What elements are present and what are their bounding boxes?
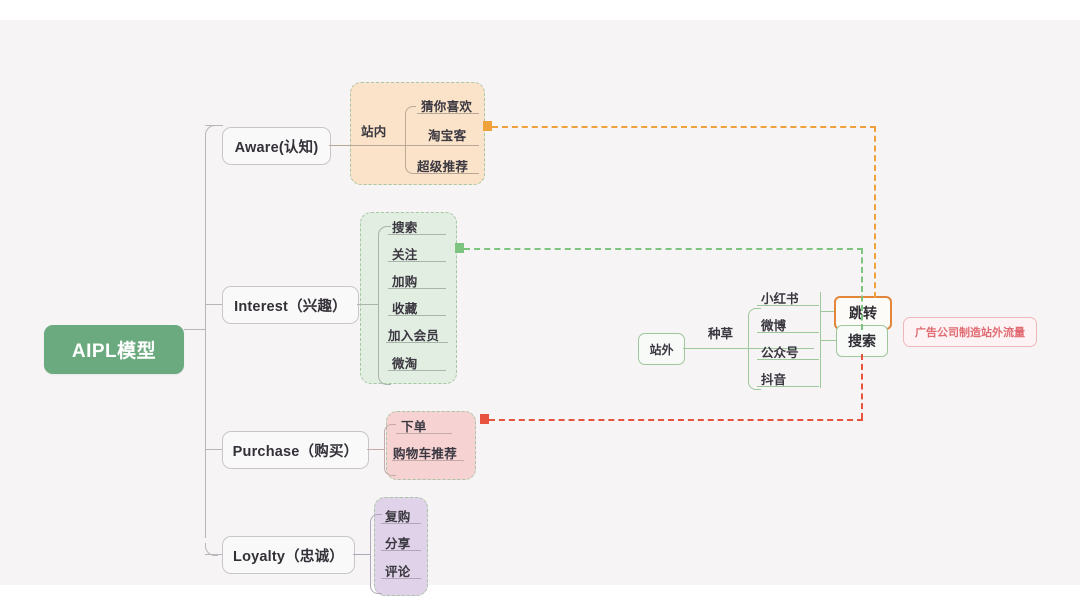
loyalty-item-2: 评论 xyxy=(385,565,411,579)
aware-item-2-rule xyxy=(414,173,479,175)
offsite-edge-label: 种草 xyxy=(708,327,734,341)
branch-node-loyalty[interactable]: Loyalty（忠诚） xyxy=(222,536,355,574)
purchase-item-1: 购物车推荐 xyxy=(393,447,458,461)
offsite-channel-1-rule xyxy=(757,332,819,334)
aware-item-0: 猜你喜欢 xyxy=(421,100,473,114)
root-label: AIPL模型 xyxy=(71,341,157,362)
flow-green-arrowhead xyxy=(455,243,464,253)
panel-purchase xyxy=(386,411,476,480)
branch-node-interest[interactable]: Interest（兴趣） xyxy=(222,286,359,324)
flow-green-horizontal xyxy=(464,248,863,250)
purchase-connector xyxy=(367,449,385,451)
branch-node-purchase[interactable]: Purchase（购买） xyxy=(222,431,369,469)
trunk-branch-purchase xyxy=(205,449,223,451)
offsite-channel-2-rule xyxy=(757,359,819,361)
aware-item-2: 超级推荐 xyxy=(417,160,469,174)
offsite-root-node[interactable]: 站外 xyxy=(638,333,685,365)
offsite-action-tiaozhuan[interactable]: 跳转 xyxy=(834,296,892,330)
interest-item-5: 微淘 xyxy=(392,357,418,371)
offsite-action-label-1: 搜索 xyxy=(848,333,876,349)
interest-connector xyxy=(357,304,379,306)
annotation-text: 广告公司制造站外流量 xyxy=(915,327,1025,339)
flow-red-arrowhead xyxy=(480,414,489,424)
loyalty-item-0-rule xyxy=(381,523,421,525)
loyalty-item-1: 分享 xyxy=(385,537,411,551)
root-node[interactable]: AIPL模型 xyxy=(44,325,184,374)
branch-label-aware: Aware(认知) xyxy=(234,139,319,156)
interest-item-1: 关注 xyxy=(392,248,418,262)
purchase-item-0: 下单 xyxy=(401,420,427,434)
loyalty-item-0: 复购 xyxy=(385,510,411,524)
branch-label-loyalty: Loyalty（忠诚） xyxy=(233,548,344,565)
offsite-action-sousuo[interactable]: 搜索 xyxy=(836,325,888,357)
aware-item-1: 淘宝客 xyxy=(428,129,467,143)
offsite-action-edge-0 xyxy=(820,311,836,313)
flow-orange-vertical xyxy=(874,126,876,298)
offsite-action-edge-1 xyxy=(820,340,836,342)
offsite-channel-0-rule xyxy=(757,305,819,307)
trunk-branch-interest xyxy=(205,304,223,306)
trunk-corner-top xyxy=(205,125,218,138)
aware-item-0-rule xyxy=(417,113,479,115)
trunk-corner-bottom xyxy=(205,543,218,556)
flow-green-vertical xyxy=(861,248,863,330)
interest-item-0: 搜索 xyxy=(392,221,418,235)
trunk-spine xyxy=(205,136,207,538)
panel-aware xyxy=(350,82,485,185)
offsite-channel-0: 小红书 xyxy=(761,292,799,306)
branch-node-aware[interactable]: Aware(认知) xyxy=(222,127,331,165)
interest-item-4-rule xyxy=(386,342,448,344)
offsite-action-label-0: 跳转 xyxy=(849,305,877,321)
interest-item-2: 加购 xyxy=(392,275,418,289)
offsite-channel-2: 公众号 xyxy=(761,346,799,360)
interest-item-3-rule xyxy=(388,315,446,317)
interest-item-3: 收藏 xyxy=(392,302,418,316)
flow-red-vertical xyxy=(861,354,863,419)
flow-orange-arrowhead xyxy=(483,121,492,131)
aware-connector xyxy=(329,145,459,147)
trunk-stub xyxy=(184,329,206,331)
offsite-root-label: 站外 xyxy=(649,342,674,357)
interest-item-1-rule xyxy=(388,261,446,263)
aware-item-1-rule xyxy=(417,145,479,147)
loyalty-bracket xyxy=(370,514,382,594)
interest-item-0-rule xyxy=(388,234,446,236)
panel-loyalty xyxy=(374,497,428,596)
purchase-item-1-rule xyxy=(392,460,464,462)
annotation-note: 广告公司制造站外流量 xyxy=(903,317,1037,347)
panel-interest xyxy=(360,212,457,384)
loyalty-connector xyxy=(353,554,371,556)
mindmap-canvas: AIPL模型 Aware(认知) Interest（兴趣） Purchase（购… xyxy=(0,20,1080,596)
purchase-bracket xyxy=(384,424,396,476)
flow-red-horizontal xyxy=(489,419,863,421)
interest-item-2-rule xyxy=(388,288,446,290)
purchase-item-0-rule xyxy=(396,433,452,435)
interest-item-5-rule xyxy=(388,370,446,372)
interest-item-4: 加入会员 xyxy=(388,329,440,343)
offsite-channel-1: 微博 xyxy=(761,319,787,333)
flow-orange-horizontal xyxy=(492,126,876,128)
aware-group-label: 站内 xyxy=(361,125,387,139)
offsite-channel-3-rule xyxy=(757,386,819,388)
branch-label-interest: Interest（兴趣） xyxy=(234,298,347,315)
branch-label-purchase: Purchase（购买） xyxy=(232,443,359,460)
offsite-channel-bracket xyxy=(748,308,761,390)
loyalty-item-2-rule xyxy=(381,578,421,580)
interest-bracket xyxy=(378,226,391,385)
aware-bracket xyxy=(405,106,416,174)
loyalty-item-1-rule xyxy=(381,550,421,552)
offsite-channel-3: 抖音 xyxy=(761,373,787,387)
